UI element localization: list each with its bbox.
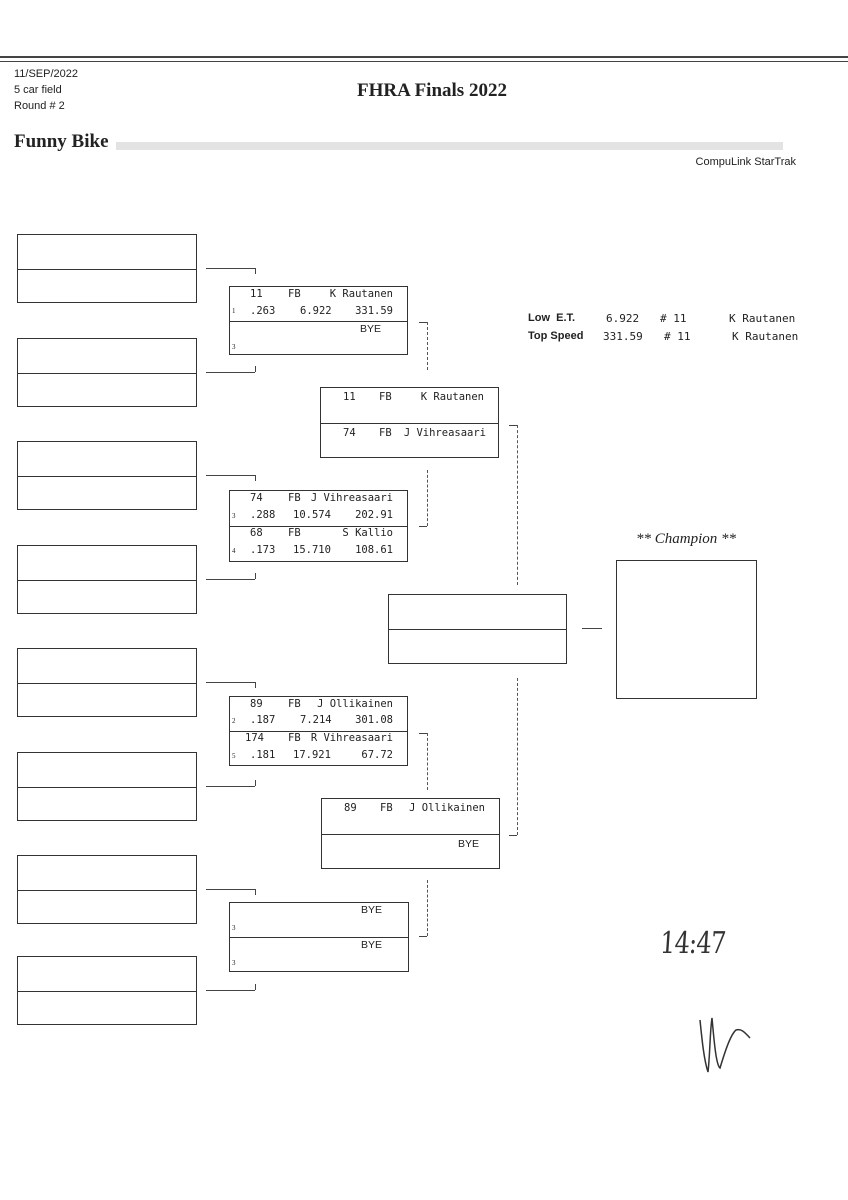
round1-pair-box [17, 752, 197, 821]
car-number: 11 [250, 288, 263, 300]
speed: 301.08 [355, 714, 393, 726]
lane-bottom: BYE 3 [230, 937, 408, 972]
elapsed-time: 10.574 [293, 509, 331, 521]
lane-bottom: BYE 3 [230, 320, 407, 356]
driver-name: J Vihreasaari [403, 426, 486, 439]
car-number: 89 [344, 802, 357, 814]
round1-pair-box [17, 441, 197, 510]
reaction-time: .187 [250, 714, 276, 726]
lane-bottom: 68 FB S Kallio 4 .173 15.710 108.61 [230, 526, 407, 562]
reaction-time: .173 [250, 544, 276, 556]
car-class: FB [288, 492, 301, 504]
car-class: FB [379, 426, 392, 439]
seed: 1 [232, 307, 236, 315]
stat-car: # 11 [660, 312, 687, 325]
car-class: FB [288, 527, 301, 539]
stat-car: # 11 [664, 330, 691, 343]
reaction-time: .263 [250, 305, 276, 317]
driver-name: J Vihreasaari [310, 492, 393, 504]
lane-top: 74 FB J Vihreasaari 3 .288 10.574 202.91 [230, 491, 407, 526]
stat-value: 331.59 [603, 330, 643, 343]
page-title: FHRA Finals 2022 [357, 80, 507, 101]
stat-value: 6.922 [606, 312, 640, 325]
elapsed-time: 7.214 [300, 714, 332, 726]
stat-driver: K Rautanen [729, 312, 796, 325]
driver-name: BYE [457, 837, 479, 850]
seed: 2 [232, 717, 236, 725]
category-title: Funny Bike [14, 131, 109, 152]
elapsed-time: 17.921 [293, 749, 331, 761]
round1-pair-box [17, 648, 197, 717]
driver-name: J Ollikainen [317, 698, 393, 710]
signature [699, 1017, 751, 1073]
dotted-fill [116, 142, 783, 150]
car-class: FB [288, 698, 301, 710]
car-class: FB [379, 391, 392, 403]
driver-name: K Rautanen [329, 288, 393, 300]
car-number: 74 [343, 426, 356, 439]
car-number: 74 [250, 492, 263, 504]
car-class: FB [288, 732, 301, 744]
stat-label: Low E.T. [528, 312, 576, 324]
date: 11/SEP/2022 [14, 68, 79, 80]
round-number: Round # 2 [14, 100, 65, 112]
round1-pair-box [17, 855, 197, 924]
lane-top: 89 FB J Ollikainen 2 .187 7.214 301.08 [230, 697, 407, 731]
driver-name: BYE [359, 322, 381, 335]
lane-top: 11 FB K Rautanen 1 .263 6.922 331.59 [230, 287, 407, 321]
seed: 3 [232, 512, 236, 520]
header-rule [0, 56, 848, 58]
lane-bottom: 74 FB J Vihreasaari [321, 422, 498, 459]
handwritten-time: 14:47 [658, 926, 727, 961]
elapsed-time: 6.922 [300, 305, 332, 317]
lane-top: 11 FB K Rautanen [321, 388, 498, 423]
final-matchup-box [388, 594, 567, 664]
car-class: FB [380, 802, 393, 814]
seed: 5 [232, 752, 236, 760]
car-number: 89 [250, 698, 263, 710]
round2-matchup-box: BYE 3 BYE 3 [229, 902, 409, 972]
round2-matchup-box: 74 FB J Vihreasaari 3 .288 10.574 202.91… [229, 490, 408, 562]
champion-label: ** Champion ** [635, 531, 736, 547]
round1-pair-box [17, 234, 197, 303]
round3-matchup-box: 11 FB K Rautanen 74 FB J Vihreasaari [320, 387, 499, 458]
lane-top: BYE 3 [230, 903, 408, 937]
lane-bottom: BYE [322, 833, 499, 870]
car-number: 174 [245, 732, 264, 744]
round2-matchup-box: 11 FB K Rautanen 1 .263 6.922 331.59 BYE… [229, 286, 408, 355]
car-number: 11 [343, 391, 356, 403]
speed: 202.91 [355, 509, 393, 521]
seed: 3 [232, 959, 236, 967]
seed: 4 [232, 547, 236, 555]
speed: 108.61 [355, 544, 393, 556]
lane-top: 89 FB J Ollikainen [322, 799, 499, 834]
seed: 3 [232, 924, 236, 932]
round3-matchup-box: 89 FB J Ollikainen BYE [321, 798, 500, 869]
stat-driver: K Rautanen [732, 330, 799, 343]
driver-name: J Ollikainen [409, 802, 485, 814]
car-class: FB [288, 288, 301, 300]
champion-box [616, 560, 757, 699]
round2-matchup-box: 89 FB J Ollikainen 2 .187 7.214 301.08 1… [229, 696, 408, 766]
speed: 67.72 [361, 749, 393, 761]
driver-name: S Kallio [342, 527, 393, 539]
elapsed-time: 15.710 [293, 544, 331, 556]
speed: 331.59 [355, 305, 393, 317]
driver-name: BYE [360, 939, 382, 951]
round1-pair-box [17, 338, 197, 407]
reaction-time: .181 [250, 749, 276, 761]
stat-label: Top Speed [528, 330, 584, 342]
header-rule [0, 61, 848, 62]
round1-pair-box [17, 545, 197, 614]
driver-name: K Rautanen [420, 391, 484, 403]
driver-name: BYE [360, 904, 382, 916]
field-size: 5 car field [14, 84, 62, 96]
reaction-time: .288 [250, 509, 276, 521]
seed: 3 [232, 342, 236, 351]
round1-pair-box [17, 956, 197, 1025]
lane-bottom: 174 FB R Vihreasaari 5 .181 17.921 67.72 [230, 731, 407, 766]
driver-name: R Vihreasaari [310, 732, 393, 744]
car-number: 68 [250, 527, 263, 539]
software-label: CompuLink StarTrak [695, 156, 796, 168]
